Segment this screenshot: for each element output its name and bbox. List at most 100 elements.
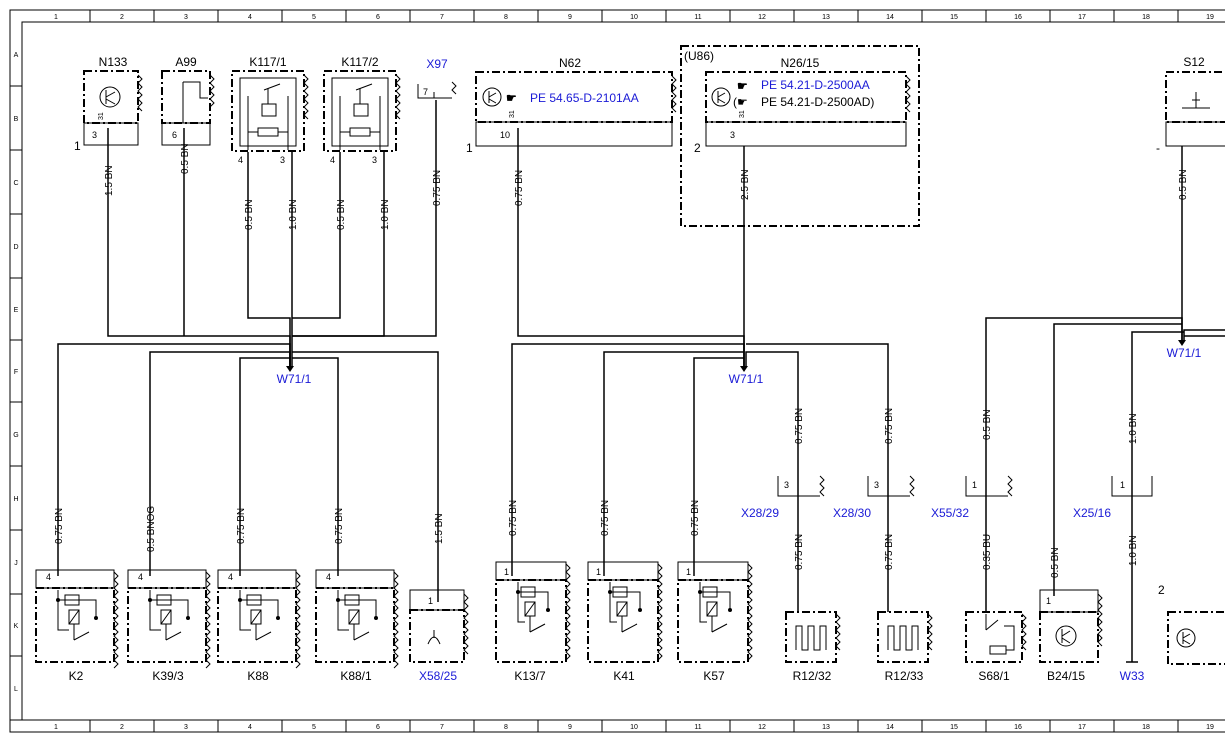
r12-33-label: R12/33 <box>885 669 924 683</box>
drawing-frame <box>9 9 1225 733</box>
grid-column-label: 8 <box>504 724 508 731</box>
pointer-icon: ☛ <box>506 91 517 105</box>
x25-16-pin: 1 <box>1120 480 1125 490</box>
s68-1-label: S68/1 <box>978 669 1010 683</box>
k117-2-pin-3: 3 <box>372 155 377 165</box>
wire-label: 1.0 BN <box>1128 535 1139 566</box>
wire-label: 0.75 BN <box>884 534 895 570</box>
x25-16-label: X25/16 <box>1073 506 1111 520</box>
side-mark-1a: 1 <box>74 139 81 153</box>
ground-point-w71-1-right: W71/1 <box>1167 346 1202 360</box>
b24-15-pin: 1 <box>1046 596 1051 606</box>
relay-k41 <box>587 561 663 663</box>
grid-column-label: 1 <box>54 14 58 21</box>
component-n62: N62 ☛ PE 54.65-D-2101AA 10 31 1 <box>466 56 677 155</box>
k117-2-pin-4: 4 <box>330 155 335 165</box>
grid-column-label: 1 <box>54 724 58 731</box>
component-r12-33: R12/33 <box>877 611 933 683</box>
k2-label: K2 <box>69 669 84 683</box>
relay-k88-1 <box>315 569 399 669</box>
k39-3-label: K39/3 <box>152 669 184 683</box>
grid-row-label: D <box>13 244 18 251</box>
u86-label: (U86) <box>684 49 714 63</box>
grid-column-label: 7 <box>440 14 444 21</box>
n133-label: N133 <box>99 55 128 69</box>
k117-1-label: K117/1 <box>249 55 286 69</box>
k117-1-pin-4: 4 <box>238 155 243 165</box>
grid-row-label: C <box>13 180 18 187</box>
wire-label: 0.5 BN <box>1050 547 1061 578</box>
s12-label: S12 <box>1183 55 1205 69</box>
grid-column-label: 13 <box>822 724 830 731</box>
grid-column-label: 8 <box>504 14 508 21</box>
grid-row-label: H <box>13 496 18 503</box>
component-x58-25: 1 X58/25 <box>409 589 469 683</box>
n26-reference-1: PE 54.21-D-2500AA <box>761 78 870 92</box>
grid-column-label: 5 <box>312 724 316 731</box>
wire-label: 2.5 BN <box>740 169 751 200</box>
component-n133: N133 3 31 1 <box>74 55 143 153</box>
wire-label: 0.75 BN <box>514 170 525 206</box>
grid-column-label: 10 <box>630 724 638 731</box>
grid-column-label: 18 <box>1142 724 1150 731</box>
n133-pin-31: 31 <box>98 112 105 120</box>
wire-label: 0.5 BNOG <box>146 506 157 552</box>
a99-pin-6: 6 <box>172 130 177 140</box>
side-mark-1b: 1 <box>466 141 473 155</box>
wire-label: 0.75 BN <box>794 408 805 444</box>
relay-k57 <box>677 561 753 663</box>
n26-reference-2: PE 54.21-D-2500AD) <box>761 95 874 109</box>
grid-column-label: 3 <box>184 14 188 21</box>
wire-label: 0.75 BN <box>690 500 701 536</box>
k13-7-label: K13/7 <box>514 669 546 683</box>
component-k117-2: K117/2 4 3 <box>323 55 401 165</box>
x58-25-label: X58/25 <box>419 669 457 683</box>
x28-30-pin: 3 <box>874 480 879 490</box>
n62-label: N62 <box>559 56 581 70</box>
wire-label: 0.75 BN <box>54 508 65 544</box>
wire-label: 1.5 BN <box>104 165 115 196</box>
n62-pin-10: 10 <box>500 130 510 140</box>
k117-2-label: K117/2 <box>341 55 378 69</box>
grid-column-label: 6 <box>376 724 380 731</box>
wire-label: 0.75 BN <box>236 508 247 544</box>
grid-column-label: 17 <box>1078 724 1086 731</box>
wire-label: 0.5 BN <box>244 199 255 230</box>
wire-label: 0.75 BN <box>884 408 895 444</box>
wire-label: 0.5 BN <box>982 409 993 440</box>
component-a99: A99 6 <box>161 55 215 146</box>
grid-column-label: 14 <box>886 14 894 21</box>
n26-pin-3: 3 <box>730 130 735 140</box>
ground-w33: W33 <box>1120 661 1145 683</box>
component-k117-1: K117/1 4 3 <box>231 55 309 165</box>
grid-column-label: 3 <box>184 724 188 731</box>
b24-15-label: B24/15 <box>1047 669 1085 683</box>
grid-row-label: A <box>14 52 19 59</box>
wire-label: 1.0 BN <box>288 199 299 230</box>
connector-x28-30: 3 X28/30 <box>833 475 915 612</box>
grid-column-label: 18 <box>1142 14 1150 21</box>
r12-32-label: R12/32 <box>793 669 832 683</box>
wire-label: 0.5 BN <box>1178 169 1189 200</box>
grid-row-label: J <box>14 560 18 567</box>
grid-row-label: G <box>13 432 18 439</box>
connector-x28-29: 3 X28/29 <box>741 475 825 612</box>
x28-29-pin: 3 <box>784 480 789 490</box>
k57-pin: 1 <box>686 567 691 577</box>
relay-k39-3 <box>127 569 211 669</box>
component-b24-15: 1 B24/15 <box>1039 589 1103 683</box>
x58-25-pin: 1 <box>428 596 433 606</box>
wire-label: 1.0 BN <box>380 199 391 230</box>
x97-label: X97 <box>426 57 448 71</box>
side-mark-2a: 2 <box>694 141 701 155</box>
k88-1-label: K88/1 <box>340 669 372 683</box>
grid-column-label: 15 <box>950 724 958 731</box>
wire-label: 0.75 BN <box>334 508 345 544</box>
wires-middle-group <box>511 128 889 576</box>
grid-column-label: 2 <box>120 14 124 21</box>
n62-pin-31: 31 <box>509 110 516 118</box>
k39-3-pin: 4 <box>138 572 143 582</box>
connector-x55-32: 1 X55/32 <box>931 475 1013 612</box>
